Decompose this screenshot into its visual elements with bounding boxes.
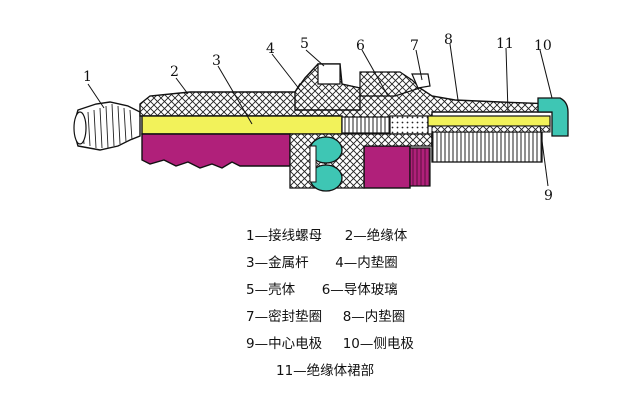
callout-5: 5 [300,36,309,52]
callout-4: 4 [266,41,275,57]
legend-item-2: 2—绝缘体 [344,228,408,244]
spark-plug-cross-section: 1 2 3 4 5 6 7 8 11 10 9 [73,32,569,204]
legend-row-4: 7—密封垫圈 8—内垫圈 [246,305,405,325]
legend-item-9: 9—中心电极 [246,336,323,352]
legend-row-2: 3—金属杆 4—内垫圈 [246,251,398,271]
sealing-ring [309,136,343,192]
legend-item-10: 10—侧电极 [342,336,414,352]
legend-item-5: 5—壳体 [246,282,296,298]
callout-10: 10 [534,38,552,54]
callout-11: 11 [496,36,514,52]
lower-insulator [141,133,431,189]
leader-lines [87,43,553,187]
callout-9: 9 [544,188,553,204]
legend-item-3: 3—金属杆 [246,255,309,271]
legend-item-11: 11—绝缘体裙部 [276,363,375,379]
metal-shell [294,63,431,111]
legend-row-5: 9—中心电极 10—侧电极 [246,332,414,352]
callout-1: 1 [83,69,92,85]
legend-row-6: 11—绝缘体裙部 [276,359,374,379]
legend-item-8: 8—内垫圈 [342,309,406,325]
terminal-nut [73,101,141,151]
callout-6: 6 [356,38,365,54]
legend-item-6: 6—导体玻璃 [321,282,398,298]
callout-2: 2 [170,64,179,80]
callout-8: 8 [444,32,453,48]
callout-7: 7 [410,38,419,54]
legend-item-4: 4—内垫圈 [335,255,398,271]
legend-row-3: 5—壳体 6—导体玻璃 [246,278,398,298]
side-electrode [537,97,569,137]
callout-3: 3 [212,53,221,69]
legend-item-7: 7—密封垫圈 [246,309,323,325]
legend-item-1: 1—接线螺母 [246,228,323,244]
legend-row-1: 1—接线螺母 2—绝缘体 [246,224,407,244]
